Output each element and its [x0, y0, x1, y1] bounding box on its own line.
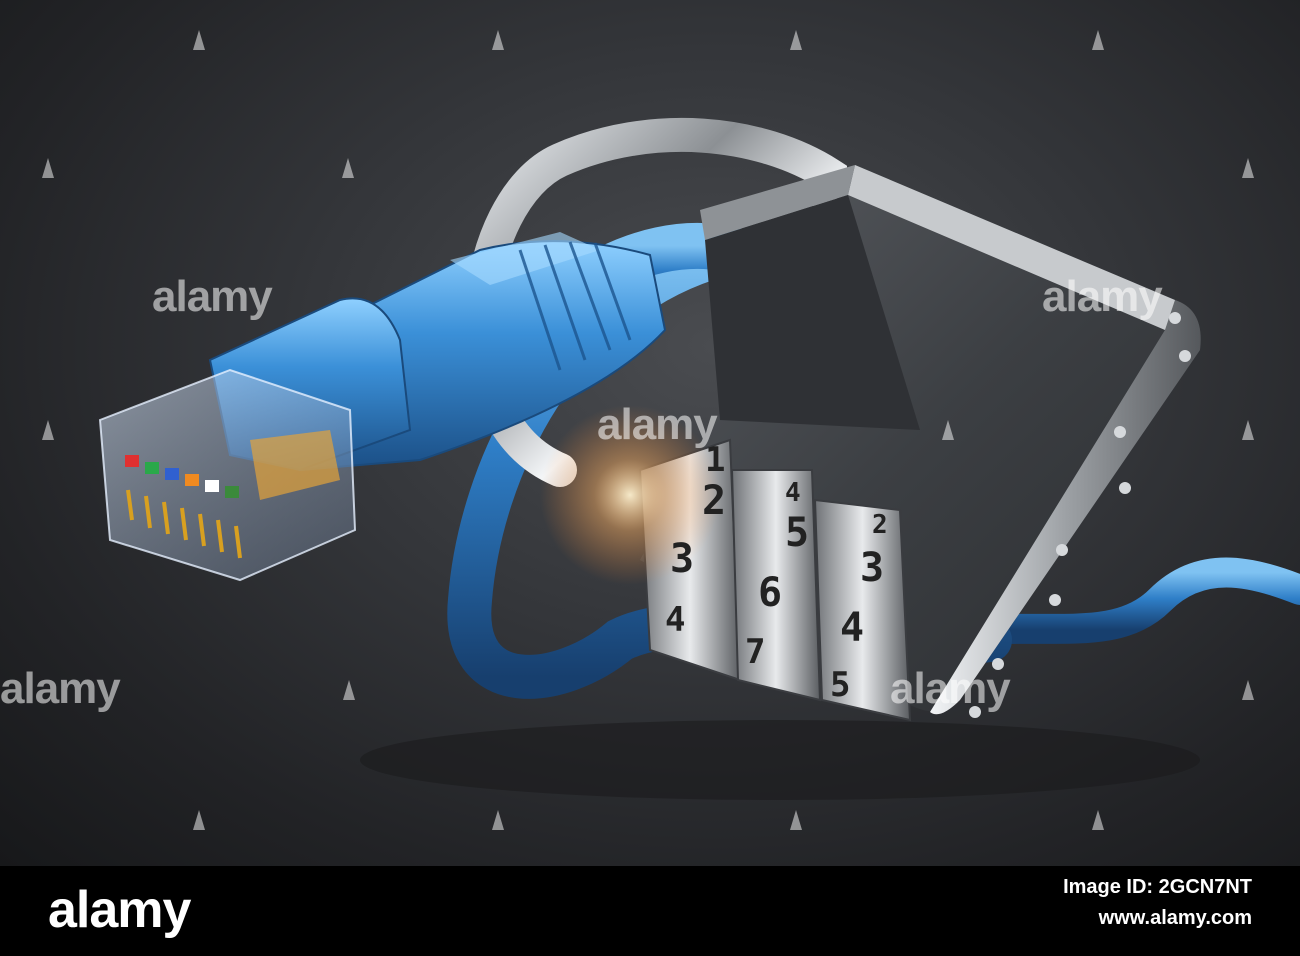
- plug-contacts: [126, 489, 242, 559]
- padlock-screws: [969, 312, 1191, 718]
- watermark-text: alamy: [890, 664, 1011, 713]
- dial-2-digit: 5: [785, 510, 810, 556]
- dial-3-digit: 2: [872, 510, 888, 540]
- watermark-mark-icon: [1242, 680, 1254, 700]
- watermark-mark-icon: [790, 810, 802, 830]
- floor-shadow: [360, 720, 1200, 800]
- footer-logo: alamy: [48, 881, 191, 939]
- scene: [98, 117, 1300, 800]
- footer-bar: alamy Image ID: 2GCN7NT www.alamy.com: [0, 866, 1300, 956]
- watermark-mark-icon: [942, 420, 954, 440]
- dial-3-digit: 5: [830, 665, 851, 705]
- plug-wires: [125, 430, 340, 500]
- watermark-mark-icon: [42, 420, 54, 440]
- light-glow: [540, 405, 720, 585]
- watermark-mark-icon: [42, 158, 54, 178]
- dial-2-digit: 7: [745, 632, 766, 672]
- watermark-mark-icon: [1092, 810, 1104, 830]
- watermark-mark-icon: [342, 158, 354, 178]
- dial-2-digit: 6: [758, 570, 783, 616]
- dial-1-digit: 2: [702, 478, 727, 524]
- footer-url[interactable]: www.alamy.com: [1098, 907, 1252, 929]
- footer-info: Image ID: 2GCN7NT www.alamy.com: [1063, 876, 1252, 930]
- watermark-mark-icon: [193, 30, 205, 50]
- image-id: Image ID: 2GCN7NT: [1063, 876, 1252, 898]
- dial-1-digit: 3: [670, 536, 695, 582]
- dial-2-digit: 4: [785, 478, 801, 508]
- watermark-text: alamy: [152, 272, 273, 321]
- watermark-mark-icon: [492, 30, 504, 50]
- watermark-mark-icon: [343, 680, 355, 700]
- photo: 1 2 3 4 4 5 6 7 2 3 4 5 alamy alamy alam…: [0, 0, 1300, 866]
- dial-3-digit: 3: [860, 545, 885, 591]
- watermark-mark-icon: [1092, 30, 1104, 50]
- watermark-mark-icon: [492, 810, 504, 830]
- watermark-marks: [42, 30, 1254, 830]
- cable-tail: [965, 557, 1300, 645]
- watermark-mark-icon: [790, 30, 802, 50]
- dial-1-digit: 4: [665, 600, 686, 640]
- watermark-mark-icon: [1242, 420, 1254, 440]
- watermark-text: alamy: [1042, 272, 1163, 321]
- watermark-mark-icon: [1242, 158, 1254, 178]
- rj45-plug: [98, 368, 357, 582]
- watermark-text: alamy: [597, 400, 718, 449]
- dial-1-digit: 1: [705, 440, 726, 480]
- watermark-text: alamy: [0, 664, 121, 713]
- watermark-mark-icon: [193, 810, 205, 830]
- dial-3-digit: 4: [840, 605, 865, 651]
